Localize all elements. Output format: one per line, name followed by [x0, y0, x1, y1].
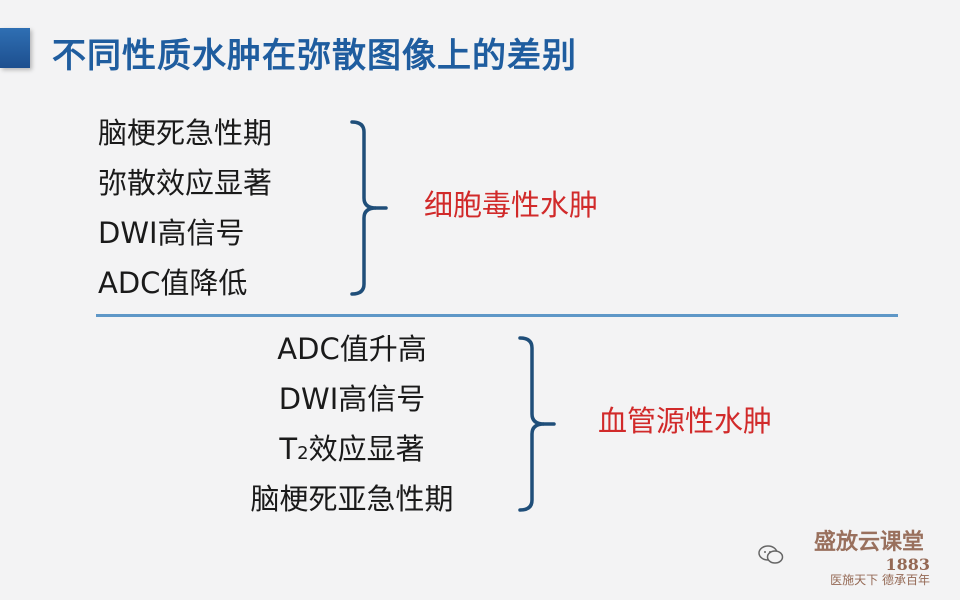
vasogenic-edema-label: 血管源性水肿 [598, 404, 773, 438]
watermark-motto: 医施天下 德承百年 [830, 573, 930, 587]
vasogenic-feature-list: ADC值升高 DWI高信号 T2效应显著 脑梗死亚急性期 [232, 324, 472, 524]
list-item: DWI高信号 [278, 382, 426, 416]
t2-subscript: 2 [297, 443, 309, 464]
list-item: 脑梗死急性期 [98, 116, 273, 150]
list-item-text: 效应显著 [308, 432, 425, 466]
watermark-year: 1883 [885, 555, 930, 574]
page-title: 不同性质水肿在弥散图像上的差别 [52, 36, 577, 76]
t2-prefix: T [279, 432, 298, 466]
cytotoxic-feature-list: 脑梗死急性期 弥散效应显著 DWI高信号 ADC值降低 [98, 108, 272, 308]
cytotoxic-edema-label: 细胞毒性水肿 [424, 188, 599, 222]
divider [96, 314, 898, 317]
list-item: ADC值降低 [98, 266, 248, 300]
watermark-channel-name: 盛放云课堂 [813, 530, 924, 555]
title-accent-bar [0, 28, 30, 68]
list-item: 脑梗死亚急性期 [250, 482, 454, 516]
cytotoxic-bracket [350, 120, 388, 296]
wechat-icon [758, 545, 784, 564]
list-item: T2效应显著 [232, 424, 472, 474]
list-item: ADC值升高 [277, 332, 427, 366]
vasogenic-bracket [518, 336, 556, 512]
list-item: 弥散效应显著 [98, 166, 273, 200]
list-item: DWI高信号 [98, 216, 245, 250]
